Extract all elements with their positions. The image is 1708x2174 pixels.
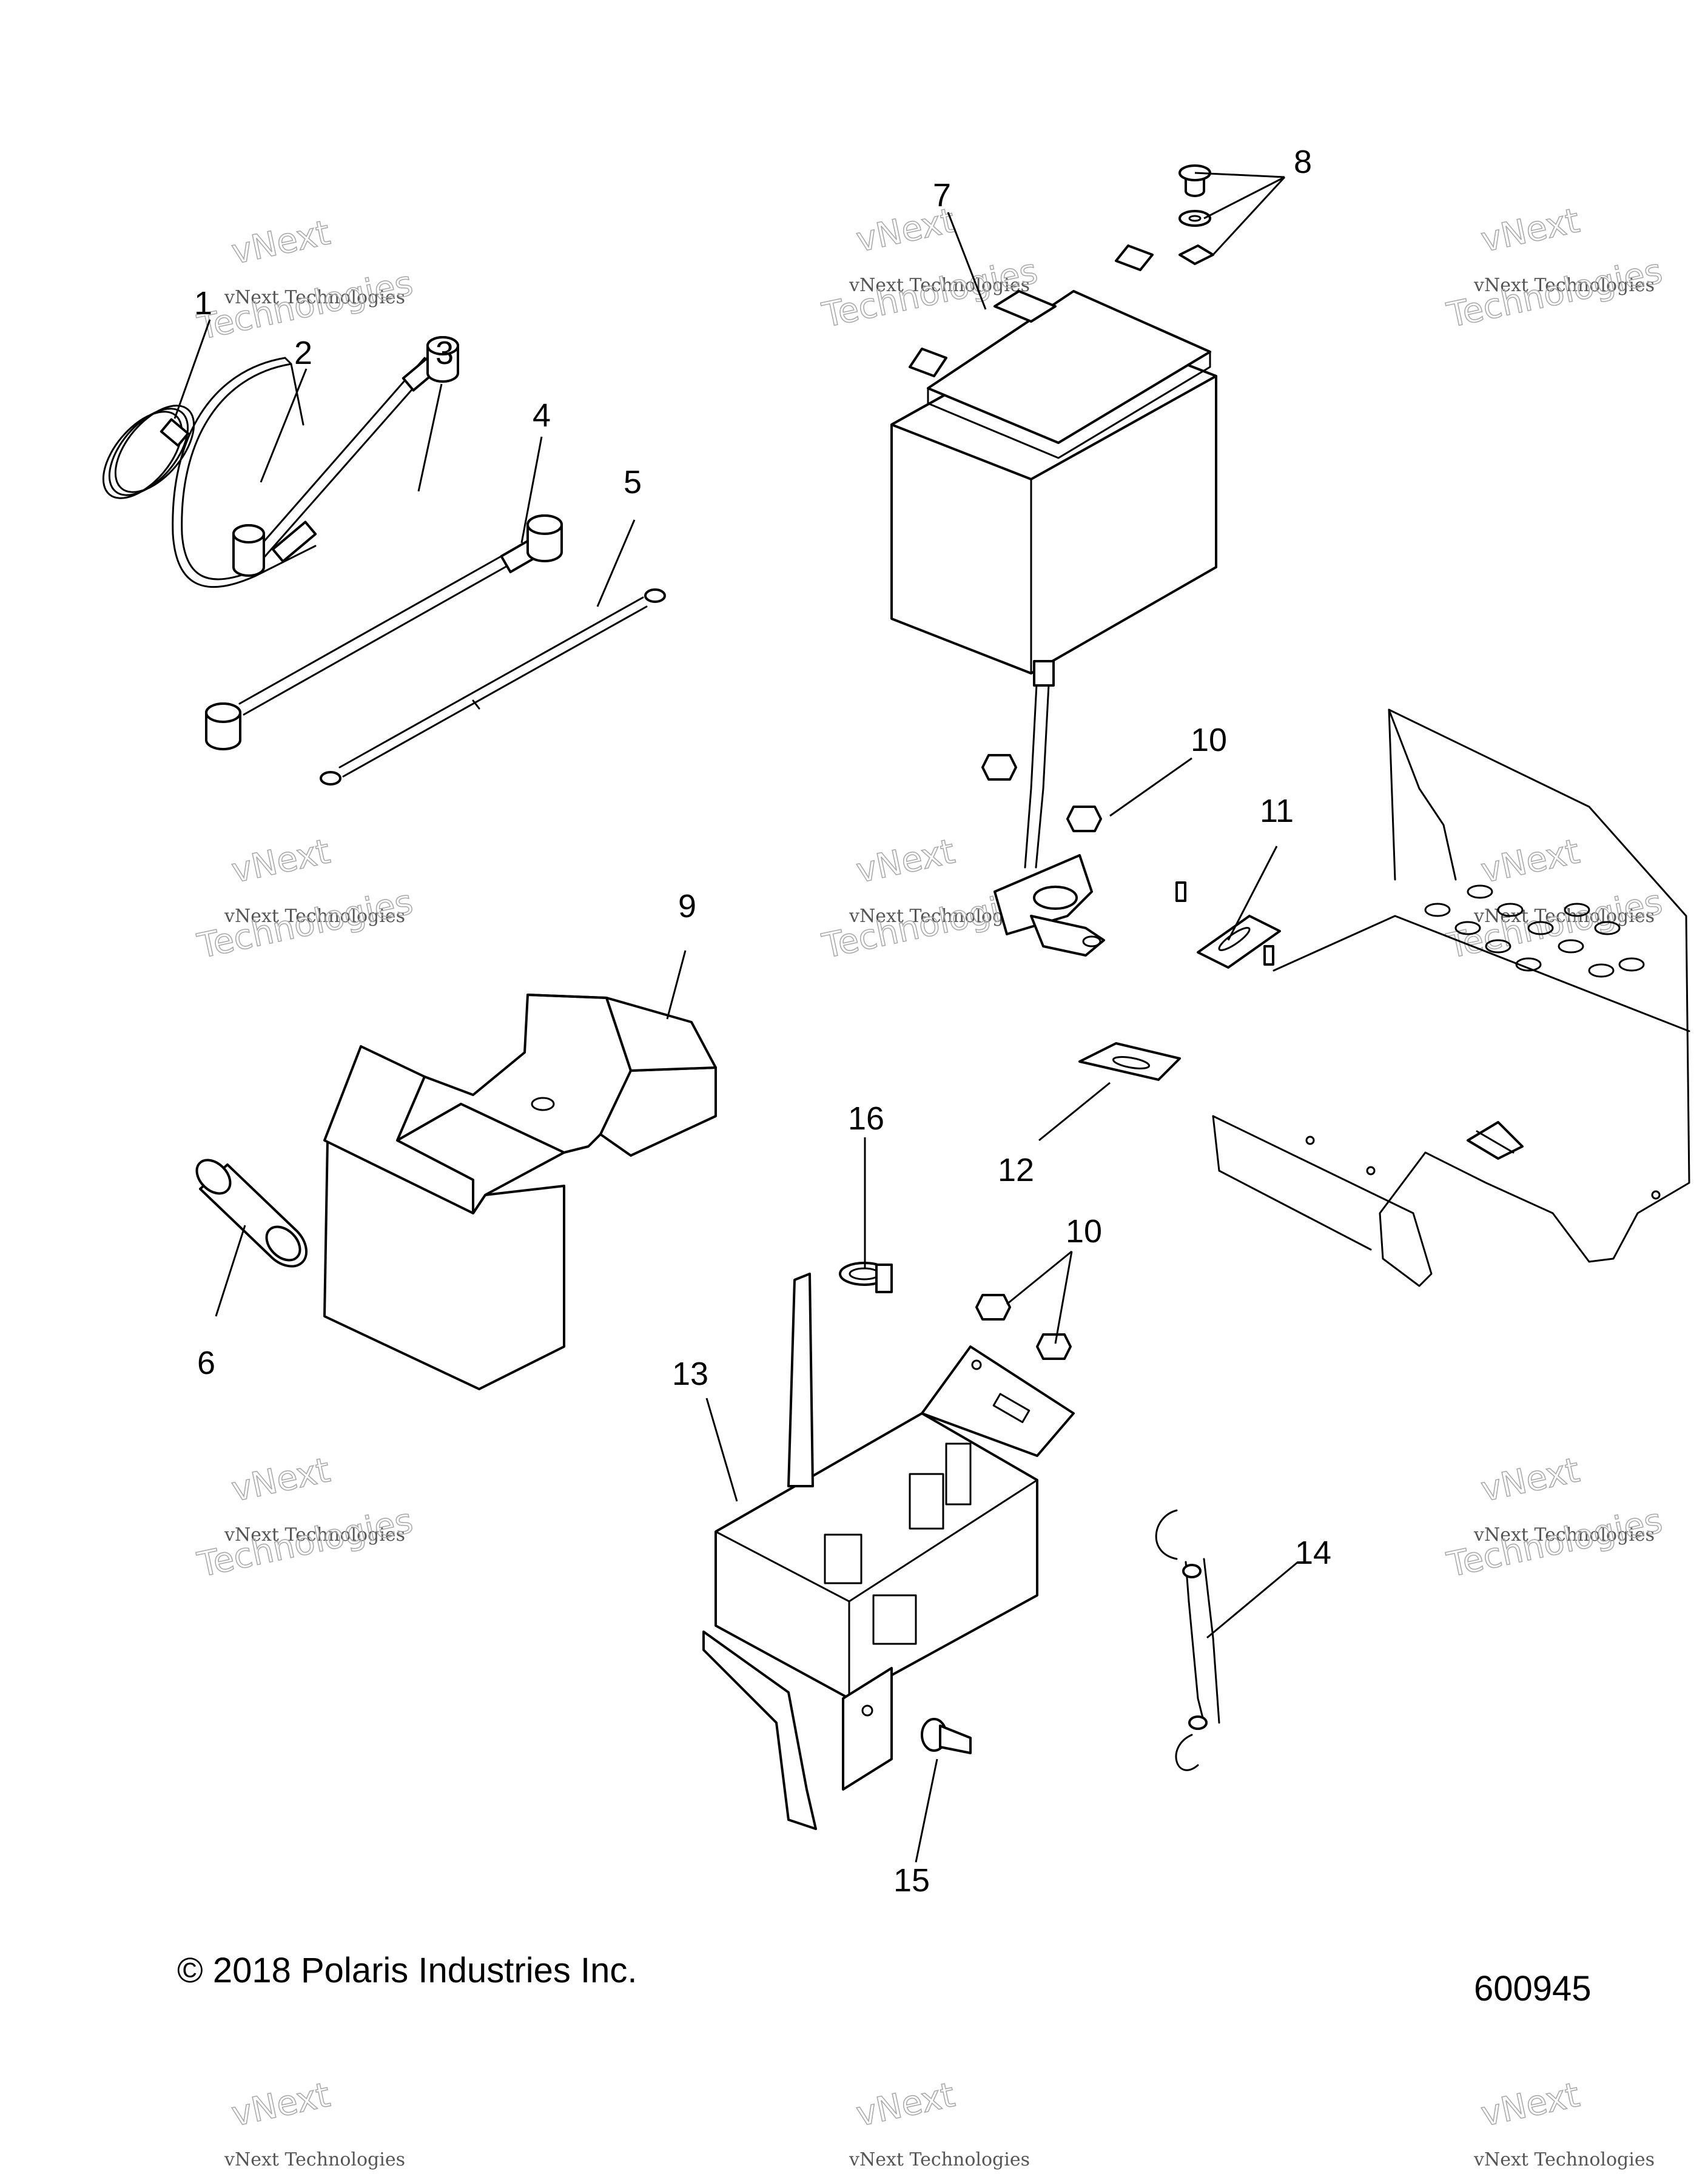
callout-6: 6 [197,1345,215,1381]
watermark-brand: vNext [228,1450,334,1510]
watermark: vNext vNext Technologies Technologies [818,200,1041,336]
watermark: vNext vNext Technologies [224,2075,405,2170]
callout-7: 7 [933,177,951,214]
callout-9: 9 [678,888,696,924]
copyright: © 2018 Polaris Industries Inc. [177,1951,637,1990]
watermark: vNext vNext Technologies Technologies [193,1450,417,1586]
watermark-brand: vNext [1478,832,1583,891]
watermark-line: vNext Technologies [224,1524,405,1546]
watermark-line: vNext Technologies [1473,906,1655,927]
part-strap-pad-12 [1078,1042,1181,1081]
watermark-brand: vNext [853,2075,958,2135]
watermark: vNext vNext Technologies Technologies [193,212,417,348]
figure-number: 600945 [1474,1969,1592,2008]
callout-4: 4 [533,397,551,434]
part-clip [839,1262,893,1293]
watermark-line: vNext Technologies [224,287,405,308]
callout-1: 1 [194,285,212,321]
watermark: vNext vNext Technologies Technologies [1443,200,1666,336]
callout-11: 11 [1260,793,1294,829]
watermark-tech: Technologies [194,883,416,967]
watermark-line: vNext Technologies [1473,1524,1655,1546]
callouts: 1 2 3 4 5 6 7 8 9 10 11 12 13 14 15 16 1… [194,144,1331,1899]
watermark-line: vNext Technologies [1473,275,1655,296]
watermark: vNext vNext Technologies Technologies [193,831,417,967]
callout-14: 14 [1295,1535,1331,1571]
callout-16: 16 [848,1100,884,1137]
watermark-brand: vNext [853,832,958,891]
callout-3: 3 [435,335,454,371]
part-chassis [1212,708,1690,1287]
part-battery-cover [323,994,717,1390]
callout-13: 13 [672,1356,708,1392]
watermark-brand: vNext [1478,2075,1583,2135]
watermark-line: vNext Technologies [224,906,405,927]
watermark-line: vNext Technologies [849,2149,1030,2170]
part-battery [890,244,1217,675]
watermark-tech: Technologies [1444,252,1666,336]
part-hook-strap [1155,1509,1220,1771]
watermark-brand: vNext [1478,1450,1583,1510]
watermark-brand: vNext [228,2075,334,2135]
watermark: vNext vNext Technologies Technologies [1443,1450,1666,1586]
part-loop-cable [172,336,459,588]
watermark-brand: vNext [228,213,334,272]
callout-10-repeat: 10 [1066,1213,1102,1250]
callout-15: 15 [893,1862,930,1899]
part-pin [921,1718,972,1754]
part-tube [195,1159,308,1268]
part-ground-strap [320,588,666,786]
watermark-tech: Technologies [194,1501,416,1586]
watermark: vNext vNext Technologies [849,2075,1030,2170]
part-cable-4 [205,514,563,750]
part-strap-coil [102,405,195,499]
callout-12: 12 [998,1152,1034,1188]
watermark: vNext vNext Technologies Technologies [1443,831,1666,967]
callout-5: 5 [624,464,642,500]
callout-10: 10 [1191,722,1227,758]
watermark-tech: Technologies [819,252,1041,336]
watermark-line: vNext Technologies [849,275,1030,296]
watermark-brand: vNext [228,832,334,891]
part-hardware-8 [1178,164,1214,265]
leader-lines [173,172,1299,1863]
watermark-brand: vNext [1478,201,1583,260]
part-strap-pad-11 [1175,881,1281,969]
watermark: vNext vNext Technologies [1473,2075,1655,2170]
part-relay-assembly [975,660,1105,1360]
watermark-line: vNext Technologies [224,2149,405,2170]
watermark-line: vNext Technologies [1473,2149,1655,2170]
callout-2: 2 [294,335,312,371]
callout-8: 8 [1294,144,1312,180]
watermark-tech: Technologies [1444,1501,1666,1586]
part-battery-tray [702,1273,1075,1830]
